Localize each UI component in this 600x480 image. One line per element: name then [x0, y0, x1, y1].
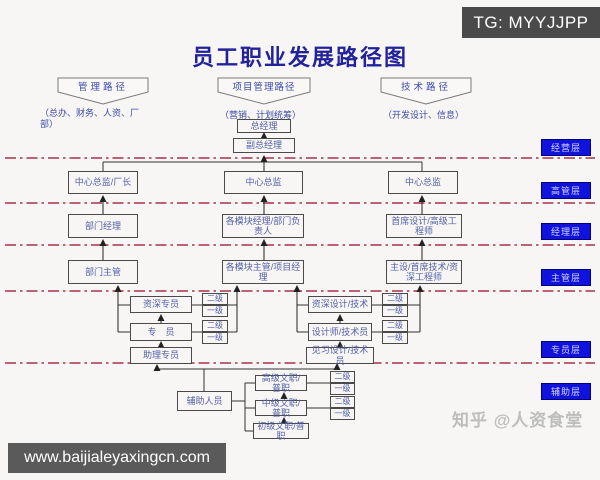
- grade-box-l1: 一级: [330, 408, 355, 420]
- banner-technical-path: 技术路径: [400, 82, 451, 93]
- grade-box-l1: 一级: [382, 332, 408, 344]
- node-deputy-general-manager: 副总经理: [233, 138, 295, 153]
- node-trainee-design-tech: 见习设计/技术员: [306, 345, 374, 366]
- node-senior-design-tech: 资深设计/技术: [308, 296, 372, 313]
- grade-box-l1: 一级: [202, 305, 228, 317]
- node-center-director-project: 中心总监: [224, 171, 303, 194]
- url-watermark-bar: www.baijialeyaxingcn.com: [8, 443, 226, 473]
- node-module-manager: 各模块经理/部门负责人: [222, 214, 304, 238]
- banner-project-path: 项目管理路径: [232, 82, 296, 93]
- node-module-supervisor-pm: 各模块主管/项目经理: [222, 260, 304, 284]
- node-junior-clerical: 初级文职/普职: [253, 421, 309, 441]
- node-dept-supervisor: 部门主管: [68, 260, 138, 284]
- grade-box-l2: 二级: [382, 320, 408, 332]
- grade-box-l2: 二级: [330, 396, 355, 408]
- grade-box-l2: 二级: [382, 293, 408, 305]
- level-badge-specialist: 专员层: [541, 341, 591, 358]
- plain-connectors: [102, 161, 423, 432]
- scope-technical: （开发设计、信息）: [383, 110, 465, 120]
- level-badge-supervisor: 主管层: [541, 269, 591, 286]
- scope-project: （营销、计划统筹）: [220, 110, 302, 120]
- node-assistant-specialist: 助理专员: [130, 347, 192, 364]
- arrow-connectors: [99, 132, 426, 424]
- grade-box-l1: 一级: [202, 332, 228, 344]
- node-senior-clerical: 高级文职/普职: [255, 373, 307, 393]
- page-title: 员工职业发展路径图: [191, 45, 408, 70]
- node-general-manager: 总经理: [237, 119, 291, 133]
- grade-box-l2: 二级: [330, 371, 355, 383]
- node-center-director-tech: 中心总监: [388, 171, 458, 194]
- level-badge-support: 辅助层: [541, 383, 591, 400]
- node-support-staff: 辅助人员: [177, 391, 232, 411]
- grade-box-l2: 二级: [202, 293, 228, 305]
- node-lead-chief-senior-engineer: 主设/首席技术/资深工程师: [386, 260, 462, 284]
- level-badge-senior-mgmt: 高管层: [541, 182, 591, 199]
- grade-box-l2: 二级: [202, 320, 228, 332]
- level-badge-executive: 经营层: [541, 139, 591, 156]
- level-badge-manager: 经理层: [541, 223, 591, 240]
- node-center-director-factory: 中心总监/厂长: [68, 171, 138, 194]
- tg-watermark-badge: TG: MYYJJPP: [462, 7, 600, 38]
- node-dept-manager: 部门经理: [68, 214, 138, 238]
- node-senior-specialist: 资深专员: [130, 296, 192, 313]
- node-chief-design-senior-engineer: 首席设计/高级工程师: [386, 214, 462, 238]
- path-banner-shapes: [57, 77, 472, 105]
- scope-management: （总办、财务、人资、厂部）: [40, 108, 140, 130]
- node-designer-technician: 设计师/技术员: [308, 323, 372, 341]
- banner-management-path: 管理路径: [77, 82, 128, 93]
- grade-box-l1: 一级: [330, 383, 355, 395]
- zhihu-watermark: 知乎 @人资食堂: [452, 411, 584, 430]
- node-mid-clerical: 中级文职/普职: [255, 398, 307, 418]
- grade-box-l1: 一级: [382, 305, 408, 317]
- node-specialist: 专 员: [130, 323, 192, 341]
